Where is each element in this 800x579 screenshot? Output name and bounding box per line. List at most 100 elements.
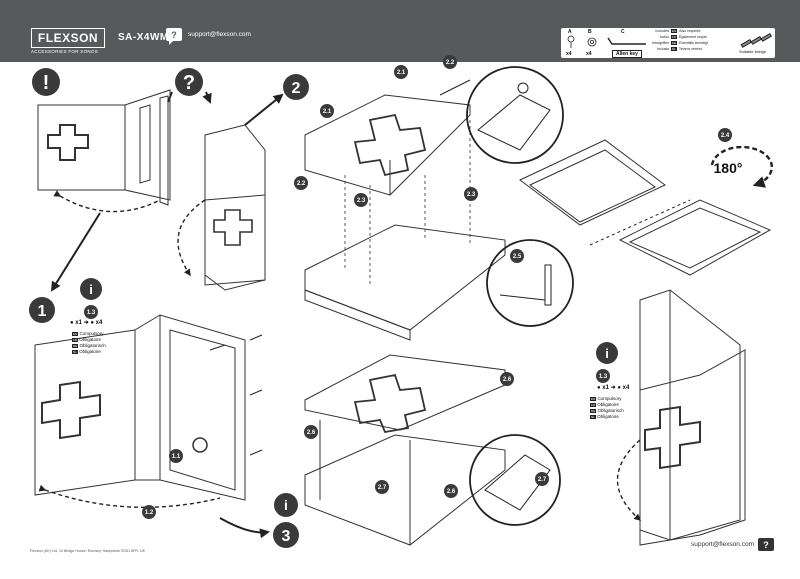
- svg-text:i: i: [605, 346, 609, 361]
- substep-marker: 2.6: [444, 484, 458, 498]
- right-bracket-assembly: [639, 289, 746, 546]
- part-a-letter: A: [568, 29, 572, 35]
- zoom-circle-bottom: [469, 434, 561, 526]
- zoom-circle-top: [466, 66, 564, 164]
- substep-marker: 2.7: [375, 480, 389, 494]
- bracket-side-view: [204, 124, 266, 291]
- allen-key-icon: [607, 37, 646, 45]
- footer-support-email[interactable]: support@flexson.com: [691, 541, 754, 548]
- ratio-left: ● x1 ➜ ● x4: [70, 320, 103, 326]
- substep-marker: 2.1: [394, 65, 408, 79]
- svg-text:1.3: 1.3: [87, 310, 96, 316]
- svg-text:!: !: [43, 72, 50, 94]
- arrow-to-step2: [244, 93, 284, 126]
- header-bar: FLEXSON ACCESSORIES FOR SONOS SA-X4WM ? …: [0, 0, 800, 62]
- brand-tagline: ACCESSORIES FOR SONOS: [31, 49, 99, 54]
- legend-row-fr: Inclus FR Également requis: [659, 35, 707, 39]
- substep-marker: 1.2: [142, 505, 156, 519]
- svg-text:2.2: 2.2: [446, 60, 455, 66]
- substep-marker: 2.2: [443, 55, 457, 69]
- substep-marker: 2.7: [535, 472, 549, 486]
- info-icon-right: i: [596, 342, 618, 364]
- bracket-plate-top-left: [37, 89, 171, 206]
- rotate-arrow-right: [616, 439, 642, 521]
- part-c-letter: C: [621, 29, 625, 35]
- footer-address: Flexson (UK) Ltd, 10 Bridge House, Romse…: [30, 549, 145, 553]
- step3-top-frame: [304, 354, 506, 434]
- step-1-badge: 1: [29, 297, 55, 323]
- warning-icon: !: [32, 68, 60, 96]
- rotation-axis-line: [589, 199, 691, 246]
- svg-text:1.1: 1.1: [172, 454, 181, 460]
- svg-text:2.5: 2.5: [513, 254, 522, 260]
- svg-text:3: 3: [282, 528, 291, 545]
- rotate-arrow-side: [177, 199, 206, 277]
- chat-support-icon-footer: ?: [758, 538, 774, 551]
- substep-marker: 2.3: [354, 193, 368, 207]
- part-b-qty: x4: [586, 51, 592, 57]
- substep-marker: 2.6: [500, 372, 514, 386]
- washer-icon: [587, 37, 597, 47]
- substep-marker: 1.3: [596, 369, 610, 383]
- suitable-fixings-label: Suitable fixings: [739, 49, 766, 54]
- svg-text:1: 1: [38, 303, 47, 320]
- compulsory-codes-right: EN Compulsory FR Obligatoire DE Obligato…: [590, 396, 624, 419]
- part-b-letter: B: [588, 29, 592, 35]
- screw-markers-step1: [209, 334, 263, 456]
- svg-text:2.2: 2.2: [297, 181, 306, 187]
- substep-marker: 2.4: [718, 128, 732, 142]
- rotate-180-badge: 180°: [710, 145, 773, 188]
- footer-support[interactable]: support@flexson.com ?: [691, 538, 774, 551]
- compulsory-codes-left: EN Compulsory FR Obligatoire DE Obligato…: [72, 331, 106, 354]
- rotation-frame-top: [519, 139, 666, 226]
- step2-top-frame: [304, 94, 471, 196]
- svg-text:180°: 180°: [714, 160, 743, 176]
- support-contact[interactable]: ? support@flexson.com: [166, 28, 251, 45]
- fixings-icon: [740, 32, 773, 48]
- support-email[interactable]: support@flexson.com: [188, 31, 251, 38]
- svg-text:2.3: 2.3: [467, 192, 476, 198]
- step3-base-frame: [304, 420, 506, 546]
- substep-marker: 2.1: [320, 104, 334, 118]
- svg-text:2.3: 2.3: [357, 198, 366, 204]
- parts-panel: A B C x4 x4 Allen key Suitable fixings: [561, 28, 775, 58]
- substep-marker: 2.5: [510, 249, 524, 263]
- svg-text:2.6: 2.6: [503, 377, 512, 383]
- svg-text:2.7: 2.7: [378, 485, 387, 491]
- substep-marker: 2.2: [294, 176, 308, 190]
- substep-marker: 2.6: [304, 425, 318, 439]
- model-number: SA-X4WM: [118, 32, 169, 43]
- substep-marker: 2.3: [464, 187, 478, 201]
- svg-text:2.6: 2.6: [447, 489, 456, 495]
- step2-base-frame: [304, 224, 506, 341]
- arrow-to-step1: [50, 212, 101, 292]
- svg-text:2.7: 2.7: [538, 477, 547, 483]
- svg-text:2.6: 2.6: [307, 430, 316, 436]
- screw-icon: [567, 35, 575, 48]
- parts-illustrations: [567, 35, 646, 48]
- brand-logo: FLEXSON: [31, 28, 105, 48]
- ratio-right: ● x1 ➜ ● x4: [597, 385, 630, 391]
- rotate-arrow-step1: [38, 484, 221, 509]
- legend-row-nl: Inclusis NL Tevens vereist: [657, 47, 702, 51]
- svg-text:1.3: 1.3: [599, 374, 608, 380]
- zoom-circle-pin: [486, 239, 574, 327]
- svg-text:2.1: 2.1: [323, 109, 332, 115]
- part-c-name: Allen key: [612, 50, 642, 58]
- svg-text:?: ?: [183, 72, 195, 94]
- part-a-qty: x4: [566, 51, 572, 57]
- svg-text:i: i: [284, 497, 288, 513]
- rotation-frame-bottom: [618, 199, 772, 276]
- vertical-dashes-2: [344, 120, 471, 285]
- svg-text:2: 2: [292, 80, 301, 97]
- substep-marker: 1.3: [84, 305, 98, 319]
- info-icon-left: i: [80, 278, 102, 300]
- rotate-arrow-top-left: [53, 190, 161, 213]
- chat-support-icon: ?: [166, 28, 182, 45]
- svg-text:i: i: [89, 282, 93, 297]
- step-3-badge: i 3: [273, 493, 299, 548]
- svg-text:1.2: 1.2: [145, 510, 154, 516]
- step1-assembly: [34, 314, 246, 501]
- svg-text:2.1: 2.1: [397, 70, 406, 76]
